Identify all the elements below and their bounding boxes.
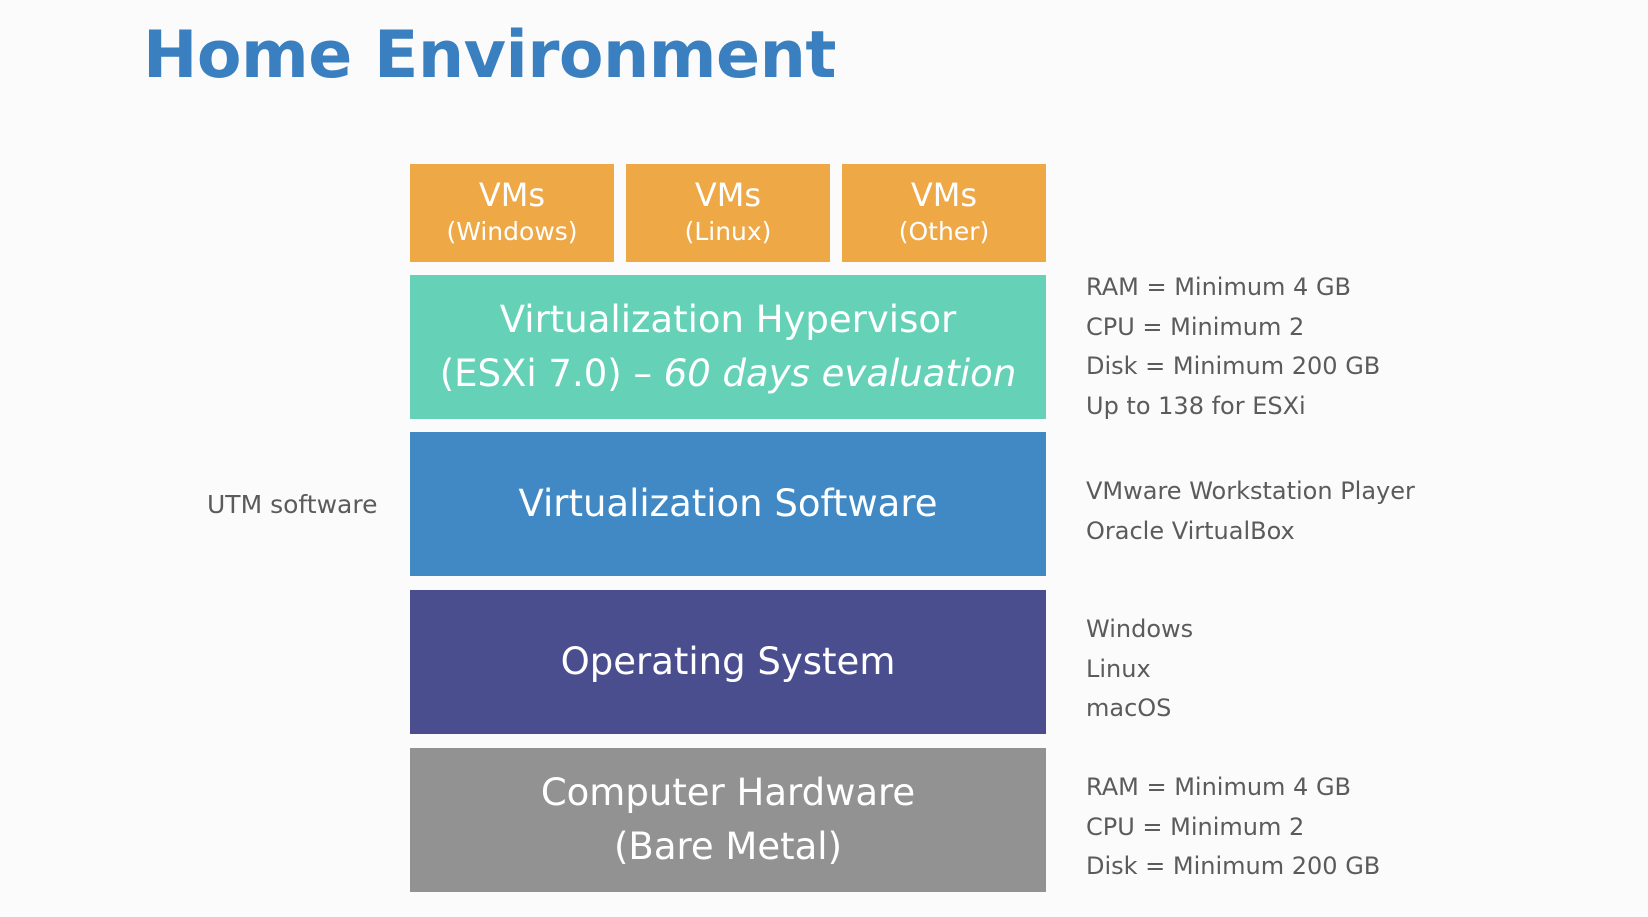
hardware-subtitle: (Bare Metal) <box>614 825 842 868</box>
note-item: Windows <box>1086 615 1194 643</box>
operating-system-layer: Operating System <box>410 590 1046 734</box>
note-item: Up to 138 for ESXi <box>1086 391 1306 420</box>
hypervisor-version: (ESXi 7.0) – <box>439 352 664 395</box>
hypervisor-layer: Virtualization Hypervisor (ESXi 7.0) – 6… <box>410 275 1046 419</box>
software-title: Virtualization Software <box>518 482 938 525</box>
virtualization-software-layer: Virtualization Software <box>410 432 1046 576</box>
note-item: RAM = Minimum 4 GB <box>1086 273 1352 301</box>
note-item: Disk = Minimum 200 GB <box>1086 852 1381 880</box>
note-item: Oracle VirtualBox <box>1086 516 1295 545</box>
vm-box-sublabel: (Windows) <box>446 217 578 246</box>
vm-box-windows: VMs (Windows) <box>410 164 614 262</box>
hypervisor-evaluation: 60 days evaluation <box>663 352 1017 395</box>
software-notes: VMware Workstation Player Oracle Virtual… <box>1086 472 1415 551</box>
vm-box-label: VMs <box>910 176 978 214</box>
note-item: CPU = Minimum 2 <box>1086 312 1305 341</box>
hardware-notes: RAM = Minimum 4 GB CPU = Minimum 2 Disk … <box>1086 768 1380 887</box>
vm-box-linux: VMs (Linux) <box>626 164 830 262</box>
hypervisor-subtitle: (ESXi 7.0) – 60 days evaluation <box>440 347 1017 401</box>
hardware-title: Computer Hardware <box>540 771 916 814</box>
vm-box-sublabel: (Other) <box>898 217 990 246</box>
note-item: macOS <box>1086 694 1172 722</box>
vm-box-other: VMs (Other) <box>842 164 1046 262</box>
hypervisor-title: Virtualization Hypervisor <box>499 298 957 341</box>
hypervisor-notes: RAM = Minimum 4 GB CPU = Minimum 2 Disk … <box>1086 268 1380 426</box>
page-title: Home Environment <box>143 18 836 93</box>
note-item: VMware Workstation Player <box>1086 477 1415 505</box>
vm-box-label: VMs <box>478 176 546 214</box>
vm-box-sublabel: (Linux) <box>684 217 772 246</box>
vm-box-label: VMs <box>694 176 762 214</box>
note-item: Linux <box>1086 654 1151 683</box>
note-item: Disk = Minimum 200 GB <box>1086 352 1381 380</box>
os-title: Operating System <box>560 640 896 683</box>
os-notes: Windows Linux macOS <box>1086 610 1193 729</box>
note-item: CPU = Minimum 2 <box>1086 812 1305 841</box>
computer-hardware-layer: Computer Hardware (Bare Metal) <box>410 748 1046 892</box>
note-item: RAM = Minimum 4 GB <box>1086 773 1352 801</box>
utm-software-label: UTM software <box>207 490 378 519</box>
